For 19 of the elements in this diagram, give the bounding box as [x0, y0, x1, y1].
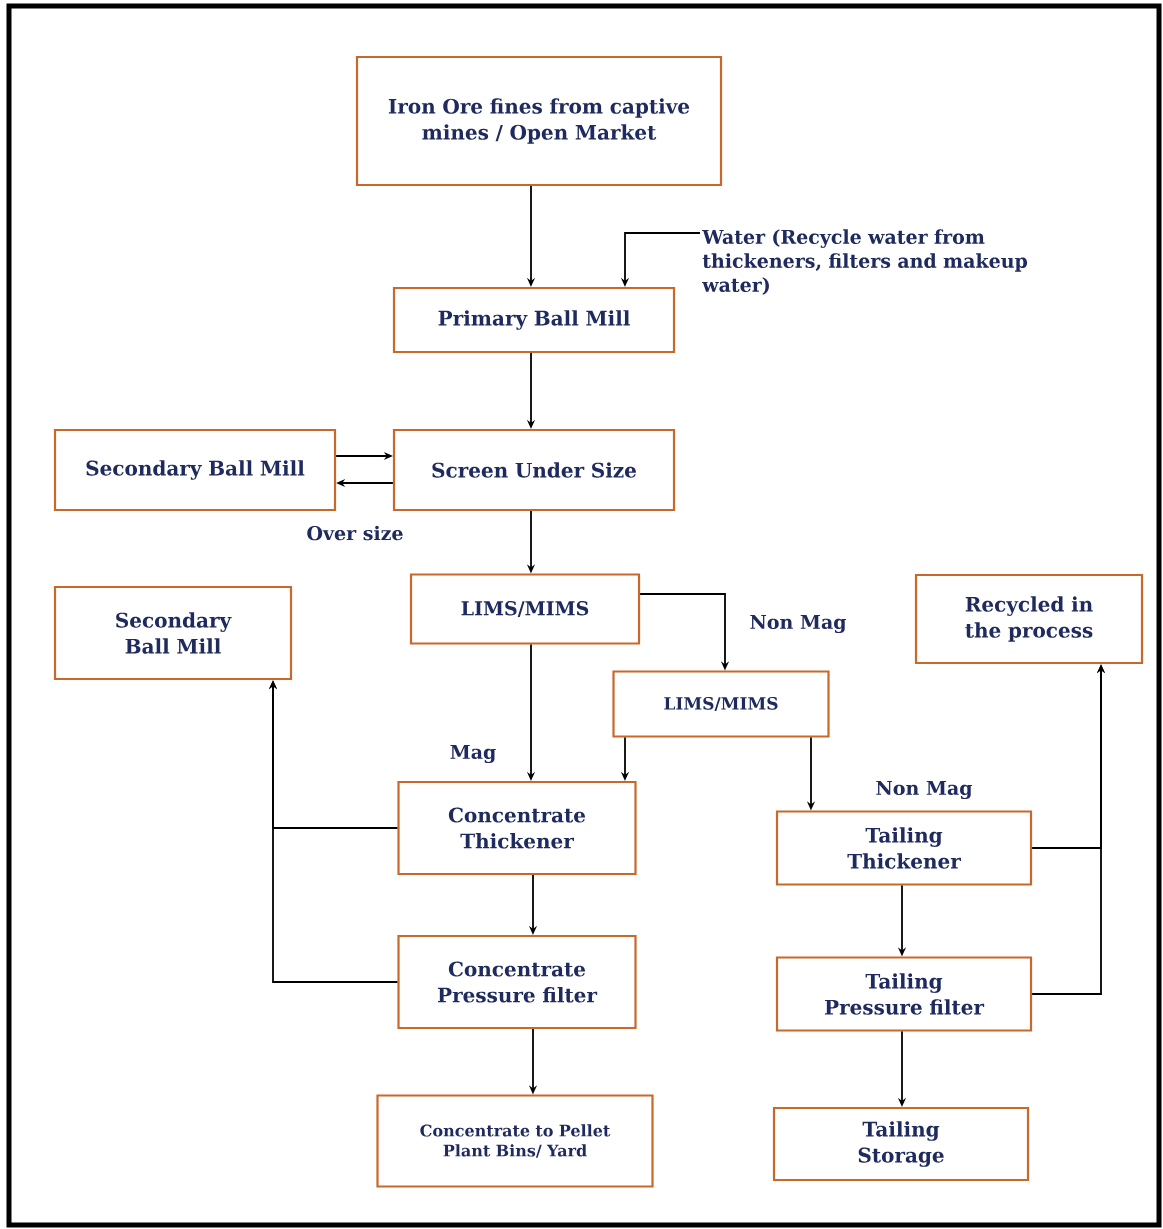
process-box: Secondary Ball Mill: [53, 428, 337, 512]
input-label: Water (Recycle water from thickeners, filters and makeup water): [702, 229, 1028, 295]
process-box: Recycled in the process: [914, 573, 1144, 665]
process-box: Concentrate Thickener: [397, 780, 637, 876]
process-box: LIMS/MIMS: [409, 573, 641, 645]
process-box: Primary Ball Mill: [392, 286, 676, 354]
process-box: LIMS/MIMS: [612, 670, 830, 738]
process-box: Tailing Storage: [772, 1106, 1030, 1182]
edge-label: Non Mag: [748, 613, 848, 635]
process-box: Secondary Ball Mill: [53, 585, 293, 681]
process-box: Tailing Thickener: [775, 810, 1033, 886]
edge-label: Mag: [448, 743, 498, 765]
process-box: Screen Under Size: [392, 428, 676, 512]
edge-label: Non Mag: [874, 779, 974, 801]
edge-label: Over size: [305, 524, 405, 542]
process-box: Iron Ore fines from captive mines / Open Market: [355, 55, 723, 187]
process-box: Tailing Pressure filter: [775, 956, 1033, 1032]
process-box: Concentrate Pressure filter: [397, 934, 637, 1030]
process-box: Concentrate to Pellet Plant Bins/ Yard: [376, 1094, 654, 1188]
